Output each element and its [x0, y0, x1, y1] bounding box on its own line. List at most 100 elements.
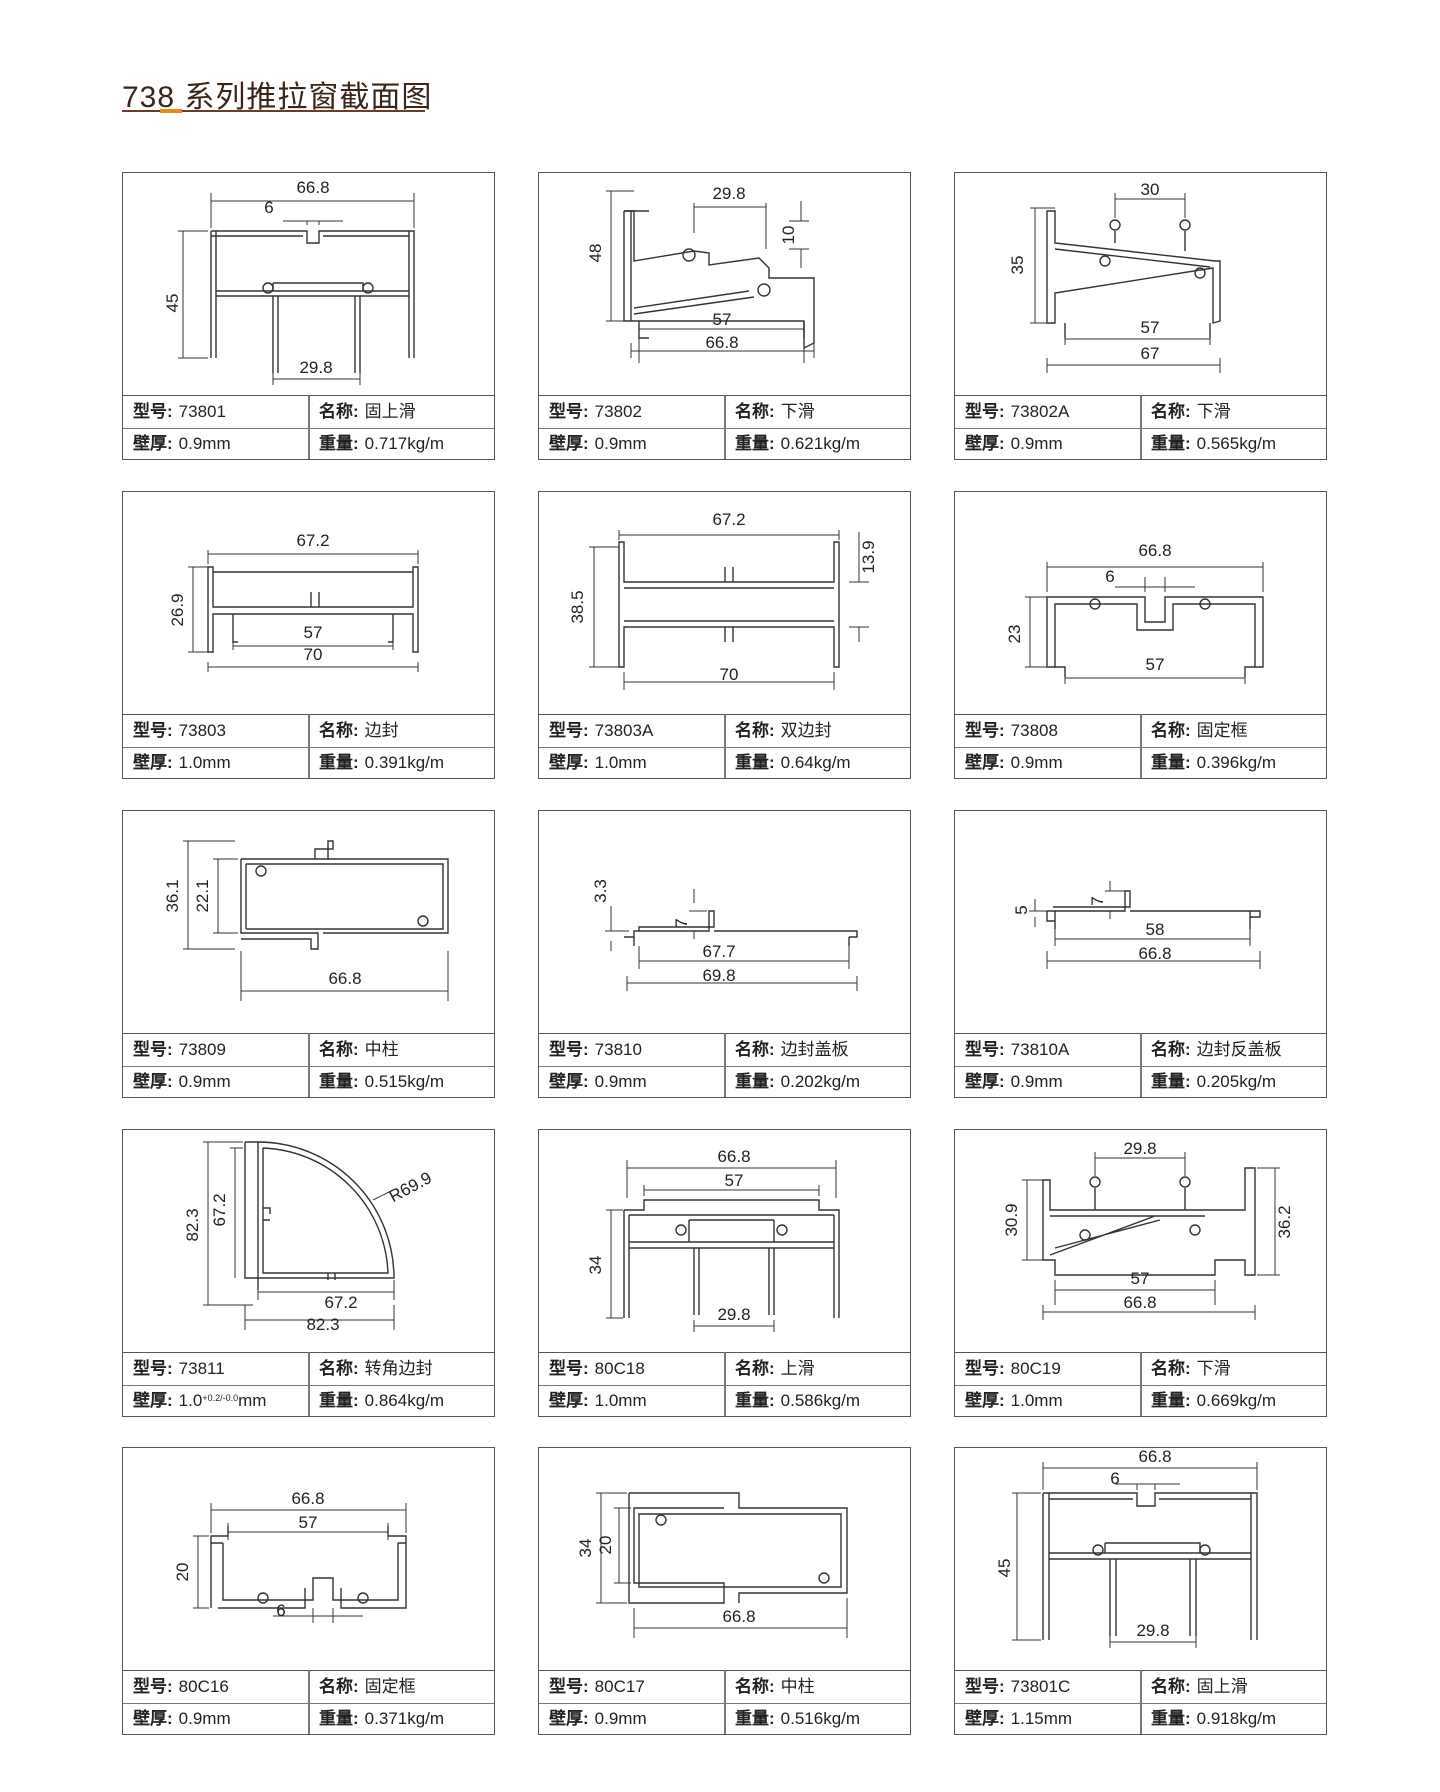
- name-label: 名称:: [319, 1359, 359, 1378]
- spec-divider: [1140, 1352, 1142, 1416]
- dim-lip: 3.3: [591, 879, 610, 903]
- model-label: 型号:: [133, 721, 173, 740]
- model-value: 73801C: [1010, 1677, 1071, 1696]
- dim-inner: 57: [304, 623, 323, 642]
- dim-inner: 58: [1146, 920, 1165, 939]
- title-accent-mark: [160, 109, 182, 113]
- spec-divider: [308, 1033, 310, 1097]
- wall-unit: mm: [238, 1391, 267, 1410]
- dim-top: 29.8: [1123, 1139, 1156, 1158]
- wall-value: 1.0mm: [1010, 1391, 1063, 1410]
- weight-value: 0.864kg/m: [364, 1391, 445, 1410]
- name-value: 下滑: [1196, 402, 1231, 421]
- profile-card-73809: 36.1 22.1 66.8 型号:73809 名称:中柱 壁厚:0.9mm 重…: [122, 810, 495, 1098]
- dim-inner: 57: [1146, 655, 1165, 674]
- profile-card-80C19: 29.8 30.9 36.2 57 66.8 型号:80C19 名称:下滑 壁厚…: [954, 1129, 1327, 1417]
- name-value: 下滑: [780, 402, 815, 421]
- name-label: 名称:: [1151, 402, 1191, 421]
- name-label: 名称:: [735, 721, 775, 740]
- profile-card-80C16: 66.8 57 20 6 型号:80C16 名称:固定框 壁厚:0.9mm 重量…: [122, 1447, 495, 1735]
- weight-value: 0.669kg/m: [1196, 1391, 1277, 1410]
- model-label: 型号:: [133, 1359, 173, 1378]
- dim-height: 45: [995, 1559, 1014, 1578]
- dim-inner-height: 67.2: [210, 1193, 229, 1226]
- dim-height: 34: [586, 1256, 605, 1275]
- model-label: 型号:: [549, 721, 589, 740]
- wall-value: 1.15mm: [1010, 1709, 1073, 1728]
- section-drawing: 29.8 48 10 57 66.8: [586, 184, 815, 363]
- dim-width: 69.8: [702, 966, 735, 985]
- dim-width: 66.8: [1138, 1448, 1171, 1466]
- weight-value: 0.391kg/m: [364, 753, 445, 772]
- dim-top: 30: [1141, 180, 1160, 199]
- dim-left-height: 30.9: [1002, 1203, 1021, 1236]
- name-label: 名称:: [319, 1677, 359, 1696]
- profile-card-73810A: 5 7 58 66.8 型号:73810A 名称:边封反盖板 壁厚:0.9mm …: [954, 810, 1327, 1098]
- dim-inner: 57: [299, 1513, 318, 1532]
- dim-inner: 57: [1131, 1269, 1150, 1288]
- name-value: 固上滑: [1196, 1677, 1248, 1696]
- spec-row-model: 型号:73811 名称:转角边封: [123, 1353, 494, 1386]
- weight-label: 重量:: [1151, 1391, 1191, 1410]
- weight-label: 重量:: [735, 434, 775, 453]
- dim-outer: 34: [576, 1539, 595, 1558]
- dim-width: 70: [304, 645, 323, 664]
- weight-label: 重量:: [319, 434, 359, 453]
- section-drawing: 3.3 7 67.7 69.8: [591, 879, 858, 991]
- wall-label: 壁厚:: [965, 753, 1005, 772]
- dim-notch: 6: [276, 1601, 285, 1620]
- wall-tolerance: +0.2/-0.0: [202, 1393, 239, 1403]
- name-value: 中柱: [780, 1677, 815, 1696]
- name-label: 名称:: [1151, 721, 1191, 740]
- wall-value: 0.9mm: [594, 1072, 647, 1091]
- model-value: 73811: [178, 1359, 225, 1378]
- spec-divider: [1140, 1670, 1142, 1734]
- spec-divider: [308, 1670, 310, 1734]
- dim-width: 66.8: [717, 1147, 750, 1166]
- spec-row-wall: 壁厚:0.9mm 重量:0.371kg/m: [123, 1703, 494, 1735]
- profile-card-73801: 66.8 6 45 29.8 型号:73801 名称:固上滑 壁厚:0.9mm …: [122, 172, 495, 460]
- model-value: 73810A: [1010, 1040, 1070, 1059]
- model-value: 73809: [178, 1040, 226, 1059]
- profile-card-73808: 66.8 6 23 57 型号:73808 名称:固定框 壁厚:0.9mm 重量…: [954, 491, 1327, 779]
- name-value: 双边封: [780, 721, 832, 740]
- dim-radius: R69.9: [386, 1168, 435, 1206]
- wall-label: 壁厚:: [133, 753, 173, 772]
- profile-card-73810: 3.3 7 67.7 69.8 型号:73810 名称:边封盖板 壁厚:0.9m…: [538, 810, 911, 1098]
- weight-label: 重量:: [319, 1709, 359, 1728]
- tolerance-lower: -0.0: [222, 1393, 239, 1403]
- wall-label: 壁厚:: [549, 753, 589, 772]
- model-value: 80C18: [594, 1359, 645, 1378]
- section-drawing: 29.8 30.9 36.2 57 66.8: [1002, 1139, 1294, 1320]
- dim-width: 66.8: [291, 1489, 324, 1508]
- model-label: 型号:: [549, 1359, 589, 1378]
- wall-label: 壁厚:: [133, 1072, 173, 1091]
- weight-value: 0.717kg/m: [364, 434, 445, 453]
- name-value: 边封反盖板: [1196, 1040, 1282, 1059]
- dim-inner: 57: [713, 310, 732, 329]
- wall-value: 0.9mm: [594, 434, 647, 453]
- weight-value: 0.64kg/m: [780, 753, 851, 772]
- name-label: 名称:: [1151, 1040, 1191, 1059]
- wall-value: 0.9mm: [178, 1072, 231, 1091]
- wall-value: 1.0mm: [594, 1391, 647, 1410]
- profile-card-73801C: 66.8 6 45 29.8 型号:73801C 名称:固上滑 壁厚:1.15m…: [954, 1447, 1327, 1735]
- dim-height: 48: [586, 244, 605, 263]
- weight-value: 0.621kg/m: [780, 434, 861, 453]
- model-value: 73801: [178, 402, 226, 421]
- dim-height: 20: [173, 1563, 192, 1582]
- name-value: 下滑: [1196, 1359, 1231, 1378]
- spec-row-wall: 壁厚:0.9mm 重量:0.516kg/m: [539, 1703, 910, 1735]
- spec-divider: [724, 395, 726, 459]
- dim-notch: 6: [264, 198, 273, 217]
- model-value: 73810: [594, 1040, 642, 1059]
- wall-label: 壁厚:: [133, 434, 173, 453]
- model-label: 型号:: [133, 402, 173, 421]
- spec-row-model: 型号:73801C 名称:固上滑: [955, 1671, 1326, 1704]
- dim-width: 66.8: [1123, 1293, 1156, 1312]
- profile-card-73802A: 30 35 57 67 型号:73802A 名称:下滑 壁厚:0.9mm 重量:…: [954, 172, 1327, 460]
- spec-divider: [308, 395, 310, 459]
- model-value: 80C16: [178, 1677, 229, 1696]
- section-drawing: 34 20 66.8: [576, 1492, 848, 1638]
- section-drawing: 66.8 57 20 6: [173, 1489, 407, 1623]
